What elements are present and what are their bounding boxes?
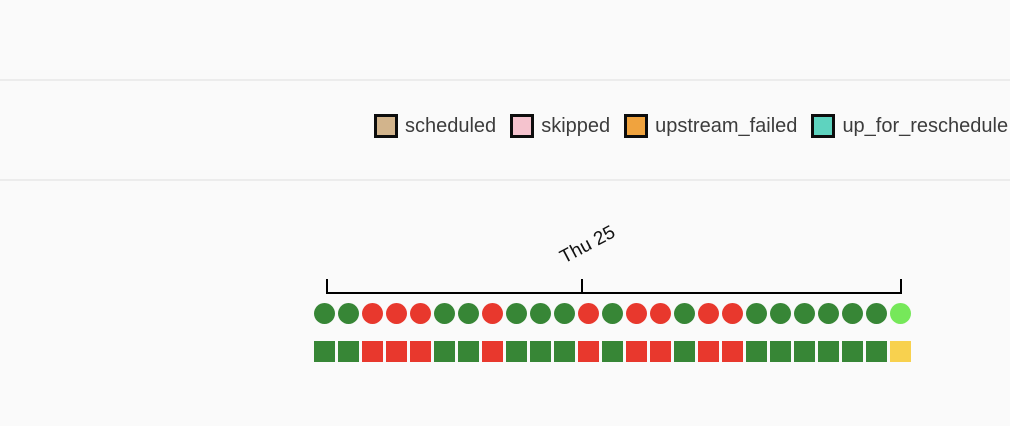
axis-tick-label: Thu 25 [556,221,619,269]
dag-runs-node-success[interactable] [602,303,623,324]
dag-run-row [314,303,911,324]
legend-item-scheduled: scheduled [374,114,496,138]
dag-runs-node-success[interactable] [314,303,335,324]
dag-runs-node-success[interactable] [554,303,575,324]
dag-runs-node-success[interactable] [770,303,791,324]
task-instances-node-failed[interactable] [578,341,599,362]
axis-mid-tick [581,279,583,292]
dag-runs-node-success[interactable] [866,303,887,324]
dag-runs-node-success[interactable] [506,303,527,324]
dag-runs-node-success[interactable] [818,303,839,324]
task-instances-node-success[interactable] [434,341,455,362]
task-instances-node-failed[interactable] [482,341,503,362]
dag-runs-node-success[interactable] [434,303,455,324]
dag-runs-node-success[interactable] [338,303,359,324]
dag-runs-node-failed[interactable] [362,303,383,324]
task-instances-node-success[interactable] [506,341,527,362]
dag-runs-node-failed[interactable] [626,303,647,324]
dag-runs-node-failed[interactable] [482,303,503,324]
dag-runs-node-failed[interactable] [410,303,431,324]
task-instances-node-success[interactable] [866,341,887,362]
legend-swatch-scheduled [374,114,398,138]
dag-runs-node-running[interactable] [890,303,911,324]
task-instances-node-success[interactable] [554,341,575,362]
task-instances-node-success[interactable] [602,341,623,362]
legend-swatch-up_for_reschedule [811,114,836,138]
dag-runs-node-success[interactable] [794,303,815,324]
dag-runs-node-failed[interactable] [386,303,407,324]
dag-runs-node-success[interactable] [458,303,479,324]
dag-runs-node-failed[interactable] [722,303,743,324]
task-instances-node-success[interactable] [674,341,695,362]
legend-label: skipped [541,114,611,137]
task-instances-node-success[interactable] [458,341,479,362]
task-instances-node-failed[interactable] [698,341,719,362]
dag-runs-node-success[interactable] [746,303,767,324]
legend-swatch-skipped [510,114,535,138]
top-divider [0,79,1010,81]
dag-runs-node-failed[interactable] [698,303,719,324]
legend-item-up_for_reschedule: up_for_reschedule [811,114,1008,138]
dag-runs-node-success[interactable] [674,303,695,324]
legend-row: scheduled skipped upstream_failed up_for_re… [374,114,1010,138]
task-instances-node-success[interactable] [746,341,767,362]
dag-runs-node-failed[interactable] [650,303,671,324]
legend-divider [0,179,1010,181]
task-instances-node-success[interactable] [338,341,359,362]
legend-label: scheduled [405,114,497,137]
task-instance-row [314,341,911,362]
dag-runs-node-failed[interactable] [578,303,599,324]
task-instances-node-failed[interactable] [410,341,431,362]
task-instances-node-success[interactable] [794,341,815,362]
task-instances-node-success[interactable] [818,341,839,362]
legend-item-skipped: skipped [510,114,610,138]
task-instances-node-failed[interactable] [386,341,407,362]
dag-runs-node-success[interactable] [842,303,863,324]
task-instances-node-failed[interactable] [650,341,671,362]
task-instances-node-failed[interactable] [362,341,383,362]
legend-swatch-upstream_failed [624,114,649,138]
task-instances-node-failed[interactable] [722,341,743,362]
task-instances-node-up_for_retry[interactable] [890,341,911,362]
legend-label: upstream_failed [655,114,798,137]
time-axis-bracket [326,279,902,294]
task-instances-node-failed[interactable] [626,341,647,362]
task-instances-node-success[interactable] [314,341,335,362]
task-instances-node-success[interactable] [530,341,551,362]
dag-runs-node-success[interactable] [530,303,551,324]
task-instances-node-success[interactable] [770,341,791,362]
task-instances-node-success[interactable] [842,341,863,362]
legend-label: up_for_reschedule [842,114,1009,137]
legend-item-upstream_failed: upstream_failed [624,114,797,138]
